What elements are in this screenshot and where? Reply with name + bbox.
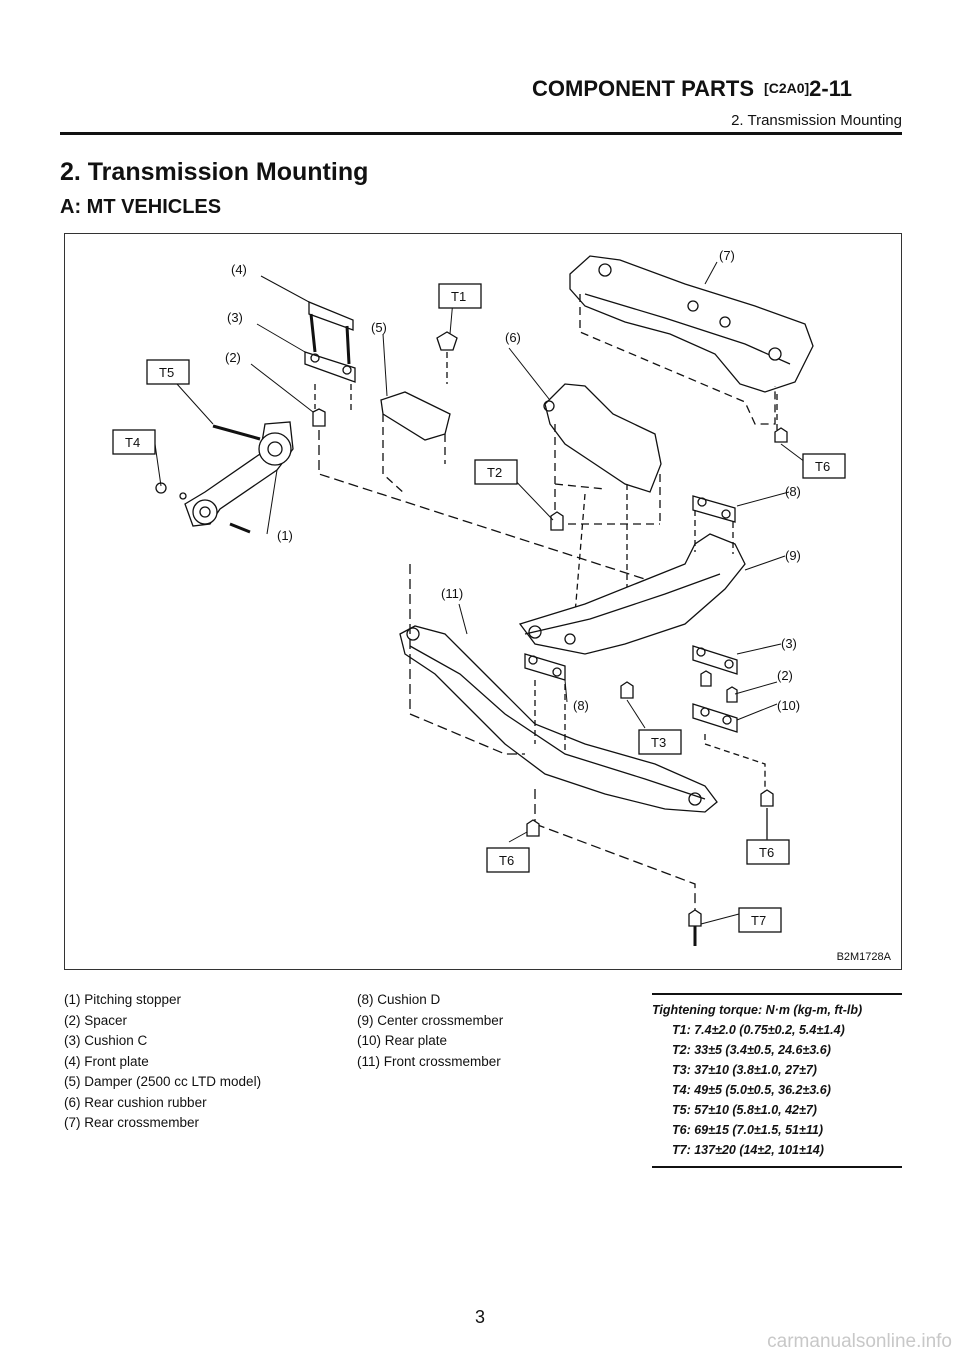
legend-column-right: (8) Cushion D (9) Center crossmember (10… xyxy=(357,990,503,1072)
rear-crossmember-part xyxy=(569,255,814,443)
tag-t6-lower: T6 xyxy=(499,853,514,868)
legend-item: (2) Spacer xyxy=(64,1012,128,1028)
torque-row: T4: 49±5 (5.0±0.5, 36.2±3.6) xyxy=(672,1083,831,1097)
torque-rule-top xyxy=(652,993,902,995)
torque-tags: T1 T5 T4 T2 T6 T3 T6 T6 T7 xyxy=(112,283,846,933)
legend-item: (3) Cushion C xyxy=(64,1033,148,1048)
legend-item: (11) Front crossmember xyxy=(357,1053,501,1069)
legend-item: (9) Center crossmember xyxy=(357,1012,504,1028)
tag-t5: T5 xyxy=(159,365,174,380)
callout-8-lower: (8) xyxy=(573,698,589,713)
legend-column-left: (1) Pitching stopper (2) Spacer (3) Cush… xyxy=(64,990,261,1134)
header-subtitle: 2. Transmission Mounting xyxy=(731,112,902,129)
torque-row: T1: 7.4±2.0 (0.75±0.2, 5.4±1.4) xyxy=(672,1023,845,1037)
tag-t7: T7 xyxy=(751,913,766,928)
damper-part xyxy=(380,331,458,495)
callout-4: (4) xyxy=(231,262,247,277)
tag-t3: T3 xyxy=(651,735,666,750)
diagram-drawing: (4) (3) (2) (5) (6) (7) (8) (9) (11) (3)… xyxy=(112,248,846,946)
front-stack-parts xyxy=(304,301,686,593)
callout-10: (10) xyxy=(777,698,800,713)
exploded-diagram: (4) (3) (2) (5) (6) (7) (8) (9) (11) (3)… xyxy=(64,233,902,970)
tag-t6-upper: T6 xyxy=(815,459,830,474)
torque-rule-bottom xyxy=(652,1166,902,1168)
callout-3-lower: (3) xyxy=(781,636,797,651)
tag-t6-right: T6 xyxy=(759,845,774,860)
callout-2-lower: (2) xyxy=(777,668,793,683)
legend-item: (5) Damper (2500 cc LTD model) xyxy=(64,1074,262,1089)
torque-spec-box: Tightening torque: N·m (kg-m, ft-lb) T1:… xyxy=(652,993,902,1168)
legend-item: (7) Rear crossmember xyxy=(64,1115,200,1130)
header-title-line: COMPONENT PARTS [C2A0]2-11 xyxy=(532,76,852,102)
page-header: COMPONENT PARTS [C2A0]2-11 2. Transmissio… xyxy=(60,76,902,150)
torque-row: T6: 69±15 (7.0±1.5, 51±11) xyxy=(672,1123,823,1137)
callout-2: (2) xyxy=(225,350,241,365)
page-number: 3 xyxy=(474,1307,485,1327)
callout-1: (1) xyxy=(277,528,293,543)
legend-item: (4) Front plate xyxy=(64,1053,149,1069)
torque-row: T3: 37±10 (3.8±1.0, 27±7) xyxy=(672,1063,817,1077)
header-title: COMPONENT PARTS xyxy=(532,76,755,101)
legend-item: (6) Rear cushion rubber xyxy=(64,1094,207,1110)
pitching-stopper-part xyxy=(155,421,294,534)
torque-row: T2: 33±5 (3.4±0.5, 24.6±3.6) xyxy=(672,1043,831,1057)
legend-item: (8) Cushion D xyxy=(357,992,441,1007)
leader-lines xyxy=(154,261,806,925)
callout-7: (7) xyxy=(719,248,735,263)
torque-heading: Tightening torque: N·m (kg-m, ft-lb) xyxy=(652,1003,863,1017)
header-rule xyxy=(60,132,902,135)
figure-id: B2M1728A xyxy=(836,951,891,963)
callout-11: (11) xyxy=(441,586,463,601)
tag-t1: T1 xyxy=(451,289,466,304)
watermark: carmanualsonline.info xyxy=(767,1331,952,1352)
tag-t4: T4 xyxy=(125,435,140,450)
callout-8-upper: (8) xyxy=(785,484,801,499)
torque-row: T5: 57±10 (5.8±1.0, 42±7) xyxy=(672,1103,817,1117)
center-crossmember-part xyxy=(518,495,746,655)
header-page-ref: 2-11 xyxy=(809,76,852,101)
legend-item: (1) Pitching stopper xyxy=(64,992,182,1007)
subsection-title: A: MT VEHICLES xyxy=(60,196,222,218)
callout-5: (5) xyxy=(371,320,387,335)
section-title: 2. Transmission Mounting xyxy=(60,158,369,186)
front-crossmember-part xyxy=(399,564,718,946)
legend-item: (10) Rear plate xyxy=(357,1033,448,1048)
rear-cushion-rubber-part xyxy=(543,383,662,615)
torque-row: T7: 137±20 (14±2, 101±14) xyxy=(672,1143,824,1157)
tag-t2: T2 xyxy=(487,465,502,480)
callout-3: (3) xyxy=(227,310,243,325)
header-code: [C2A0] xyxy=(764,80,810,96)
callout-6: (6) xyxy=(505,330,521,345)
callout-9: (9) xyxy=(785,548,801,563)
